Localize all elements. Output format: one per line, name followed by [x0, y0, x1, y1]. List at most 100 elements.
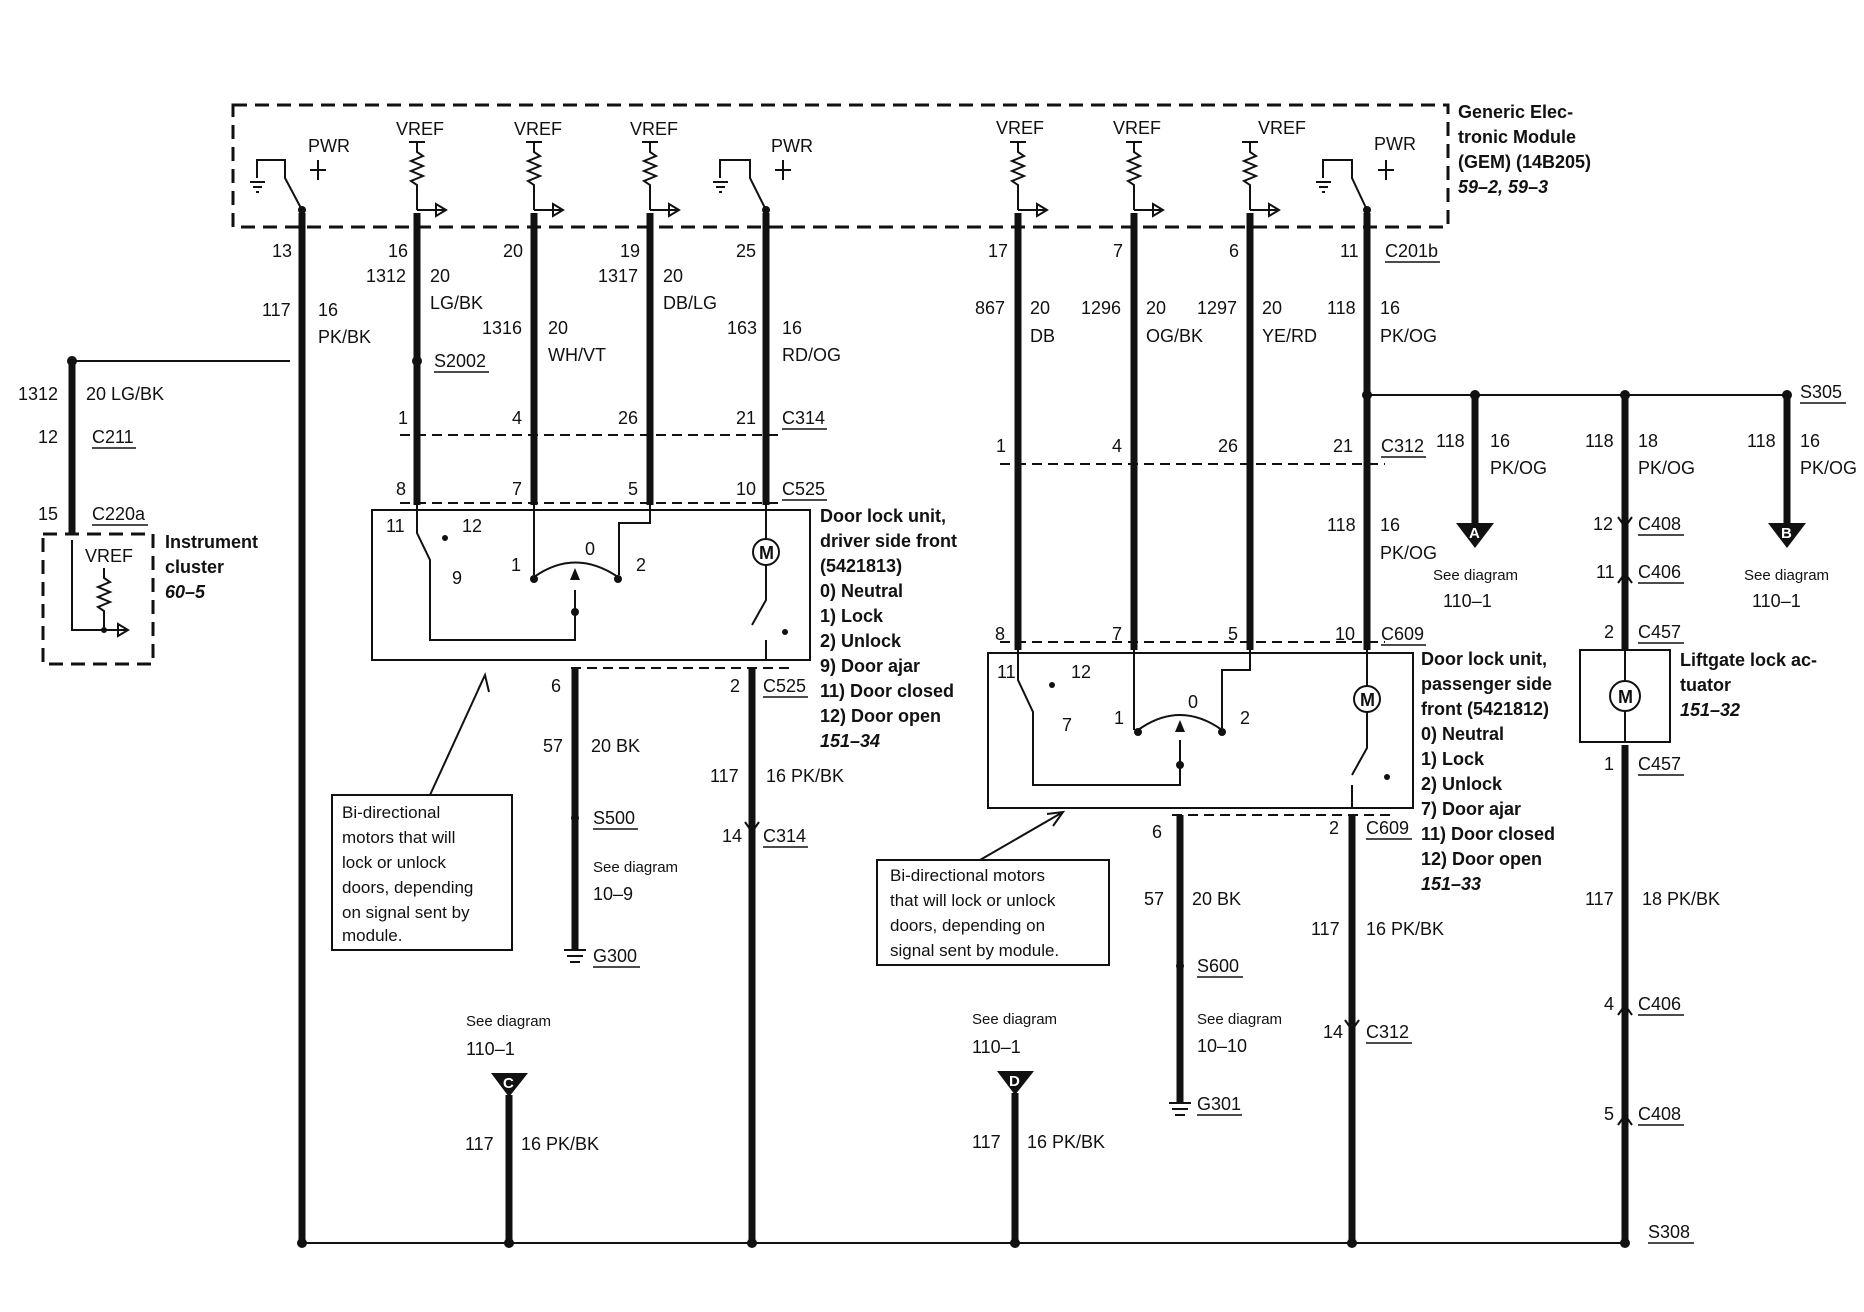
c314-name: C314 [782, 408, 825, 428]
passenger-state-2: 2) Unlock [1421, 774, 1503, 794]
passenger-state-1: 1) Lock [1421, 749, 1485, 769]
gem-ref: 59–2, 59–3 [1458, 177, 1548, 197]
conn-c-letter: C [503, 1075, 514, 1092]
passenger-title-2: passenger side [1421, 674, 1552, 694]
gem-module-border [231, 103, 1450, 229]
right-wires: 17 7 6 11 C201b 867 20 DB 1296 20 OG/BK … [975, 213, 1846, 650]
b-color: PK/OG [1800, 458, 1857, 478]
pas-sw-2: 2 [1240, 708, 1250, 728]
c525-pin-5: 5 [628, 479, 638, 499]
drv-gnd-circuit: 57 [543, 736, 563, 756]
gauge-1317: 20 [663, 266, 683, 286]
conn-c-circuit: 117 [465, 1134, 494, 1154]
pwr-label: PWR [771, 136, 813, 156]
vref-label: VREF [1258, 118, 1306, 138]
gem-pwr-switch-2: PWR [713, 136, 813, 214]
pas-sw-0: 0 [1188, 692, 1198, 712]
drv-sw-2: 2 [636, 555, 646, 575]
cluster-ref: 60–5 [165, 582, 206, 602]
conn-d-letter: D [1009, 1073, 1020, 1090]
pas-sw-11: 11 [997, 662, 1016, 682]
circuit-1297: 1297 [1197, 298, 1237, 318]
passenger-door-lock-unit: 11 12 7 1 0 2 M Door lock unit, passenge… [987, 649, 1555, 894]
conn-d-circuit: 117 [972, 1132, 1001, 1152]
gauge-1312: 20 [430, 266, 450, 286]
cluster-vref: VREF [85, 546, 133, 566]
a-gauge: 16 [1490, 431, 1510, 451]
color-118: PK/OG [1380, 326, 1437, 346]
lg-c457b: C457 [1638, 754, 1681, 774]
driver-title-2: driver side front [820, 531, 957, 551]
a-circuit: 118 [1436, 431, 1465, 451]
callout-left-line: lock or unlock [342, 853, 446, 872]
gem-title-1: Generic Elec- [1458, 102, 1573, 122]
pin-17: 17 [988, 241, 1008, 261]
color-867: DB [1030, 326, 1055, 346]
drv-pwr-label: 16 PK/BK [766, 766, 844, 786]
lg-c408b: C408 [1638, 1104, 1681, 1124]
callout-right-line: that will lock or unlock [890, 891, 1056, 910]
driver-state-1: 1) Lock [820, 606, 884, 626]
pas-pin-2: 2 [1329, 818, 1339, 838]
lg-c406b: C406 [1638, 994, 1681, 1014]
b-see: See diagram [1744, 567, 1829, 584]
passenger-state-0: 0) Neutral [1421, 724, 1504, 744]
callout-left-line: on signal sent by [342, 903, 470, 922]
pas-pwr-circuit: 117 [1311, 919, 1340, 939]
lg-pin-2: 2 [1604, 622, 1614, 642]
color-1297: YE/RD [1262, 326, 1317, 346]
callout-left-line: module. [342, 926, 402, 945]
c312-pin-26: 26 [1218, 436, 1238, 456]
driver-motor-label: M [759, 543, 774, 563]
b-letter: B [1781, 525, 1792, 542]
pas-pin-14: 14 [1323, 1022, 1343, 1042]
c609-pin-8: 8 [995, 624, 1005, 644]
passenger-state-3: 7) Door ajar [1421, 799, 1521, 819]
circuit-867: 867 [975, 298, 1005, 318]
driver-title-3: (5421813) [820, 556, 902, 576]
lg-top-circuit: 118 [1585, 431, 1614, 451]
driver-lower: 6 2 C525 57 20 BK S500 See diagram 10–9 … [543, 667, 844, 1243]
vref-label: VREF [630, 119, 678, 139]
drv-gnd-label: 20 BK [591, 736, 640, 756]
pwr-label: PWR [1374, 134, 1416, 154]
driver-door-lock-unit: 11 12 9 1 0 2 M Door lock unit, driver s… [371, 505, 957, 751]
cluster-pin-15: 15 [38, 504, 58, 524]
connector-c-icon [491, 1073, 528, 1097]
drv-sw-11: 11 [386, 516, 405, 536]
gauge-1296: 20 [1146, 298, 1166, 318]
pas-splice-s600: S600 [1197, 956, 1239, 976]
pin-13: 13 [272, 241, 292, 261]
lg-bot-circuit: 117 [1585, 889, 1614, 909]
connector-b-icon [1768, 523, 1806, 548]
conn-d-label: 16 PK/BK [1027, 1132, 1105, 1152]
color-1316: WH/VT [548, 345, 606, 365]
callout-right: Bi-directional motors that will lock or … [876, 810, 1110, 966]
ground-icon [564, 949, 586, 963]
pas-c609: C609 [1366, 818, 1409, 838]
color-117: PK/BK [318, 327, 371, 347]
lg-pin-5: 5 [1604, 1104, 1614, 1124]
liftgate-title-2: tuator [1680, 675, 1731, 695]
driver-state-3: 9) Door ajar [820, 656, 920, 676]
pas-see-diagram: See diagram [1197, 1011, 1282, 1028]
color-163: RD/OG [782, 345, 841, 365]
lg-c408a: C408 [1638, 514, 1681, 534]
pas-pwr-label: 16 PK/BK [1366, 919, 1444, 939]
a-see: See diagram [1433, 567, 1518, 584]
callout-right-box [876, 859, 1110, 966]
lg-pin-12: 12 [1593, 514, 1613, 534]
conn-c-see: See diagram [466, 1013, 551, 1030]
c525-pin-7: 7 [512, 479, 522, 499]
callout-left: Bi-directional motors that will lock or … [331, 671, 513, 951]
cluster-wire-label: 20 LG/BK [86, 384, 164, 404]
drv-see-diagram: See diagram [593, 859, 678, 876]
pin-20: 20 [503, 241, 523, 261]
c312-name: C312 [1381, 436, 1424, 456]
callout-right-line: Bi-directional motors [890, 866, 1045, 885]
left-wires: 13 16 20 19 25 117 16 PK/BK 1312 20 LG/B… [72, 213, 841, 1243]
color-1317: DB/LG [663, 293, 717, 313]
gauge-1297: 20 [1262, 298, 1282, 318]
pin-19: 19 [620, 241, 640, 261]
passenger-title-1: Door lock unit, [1421, 649, 1547, 669]
